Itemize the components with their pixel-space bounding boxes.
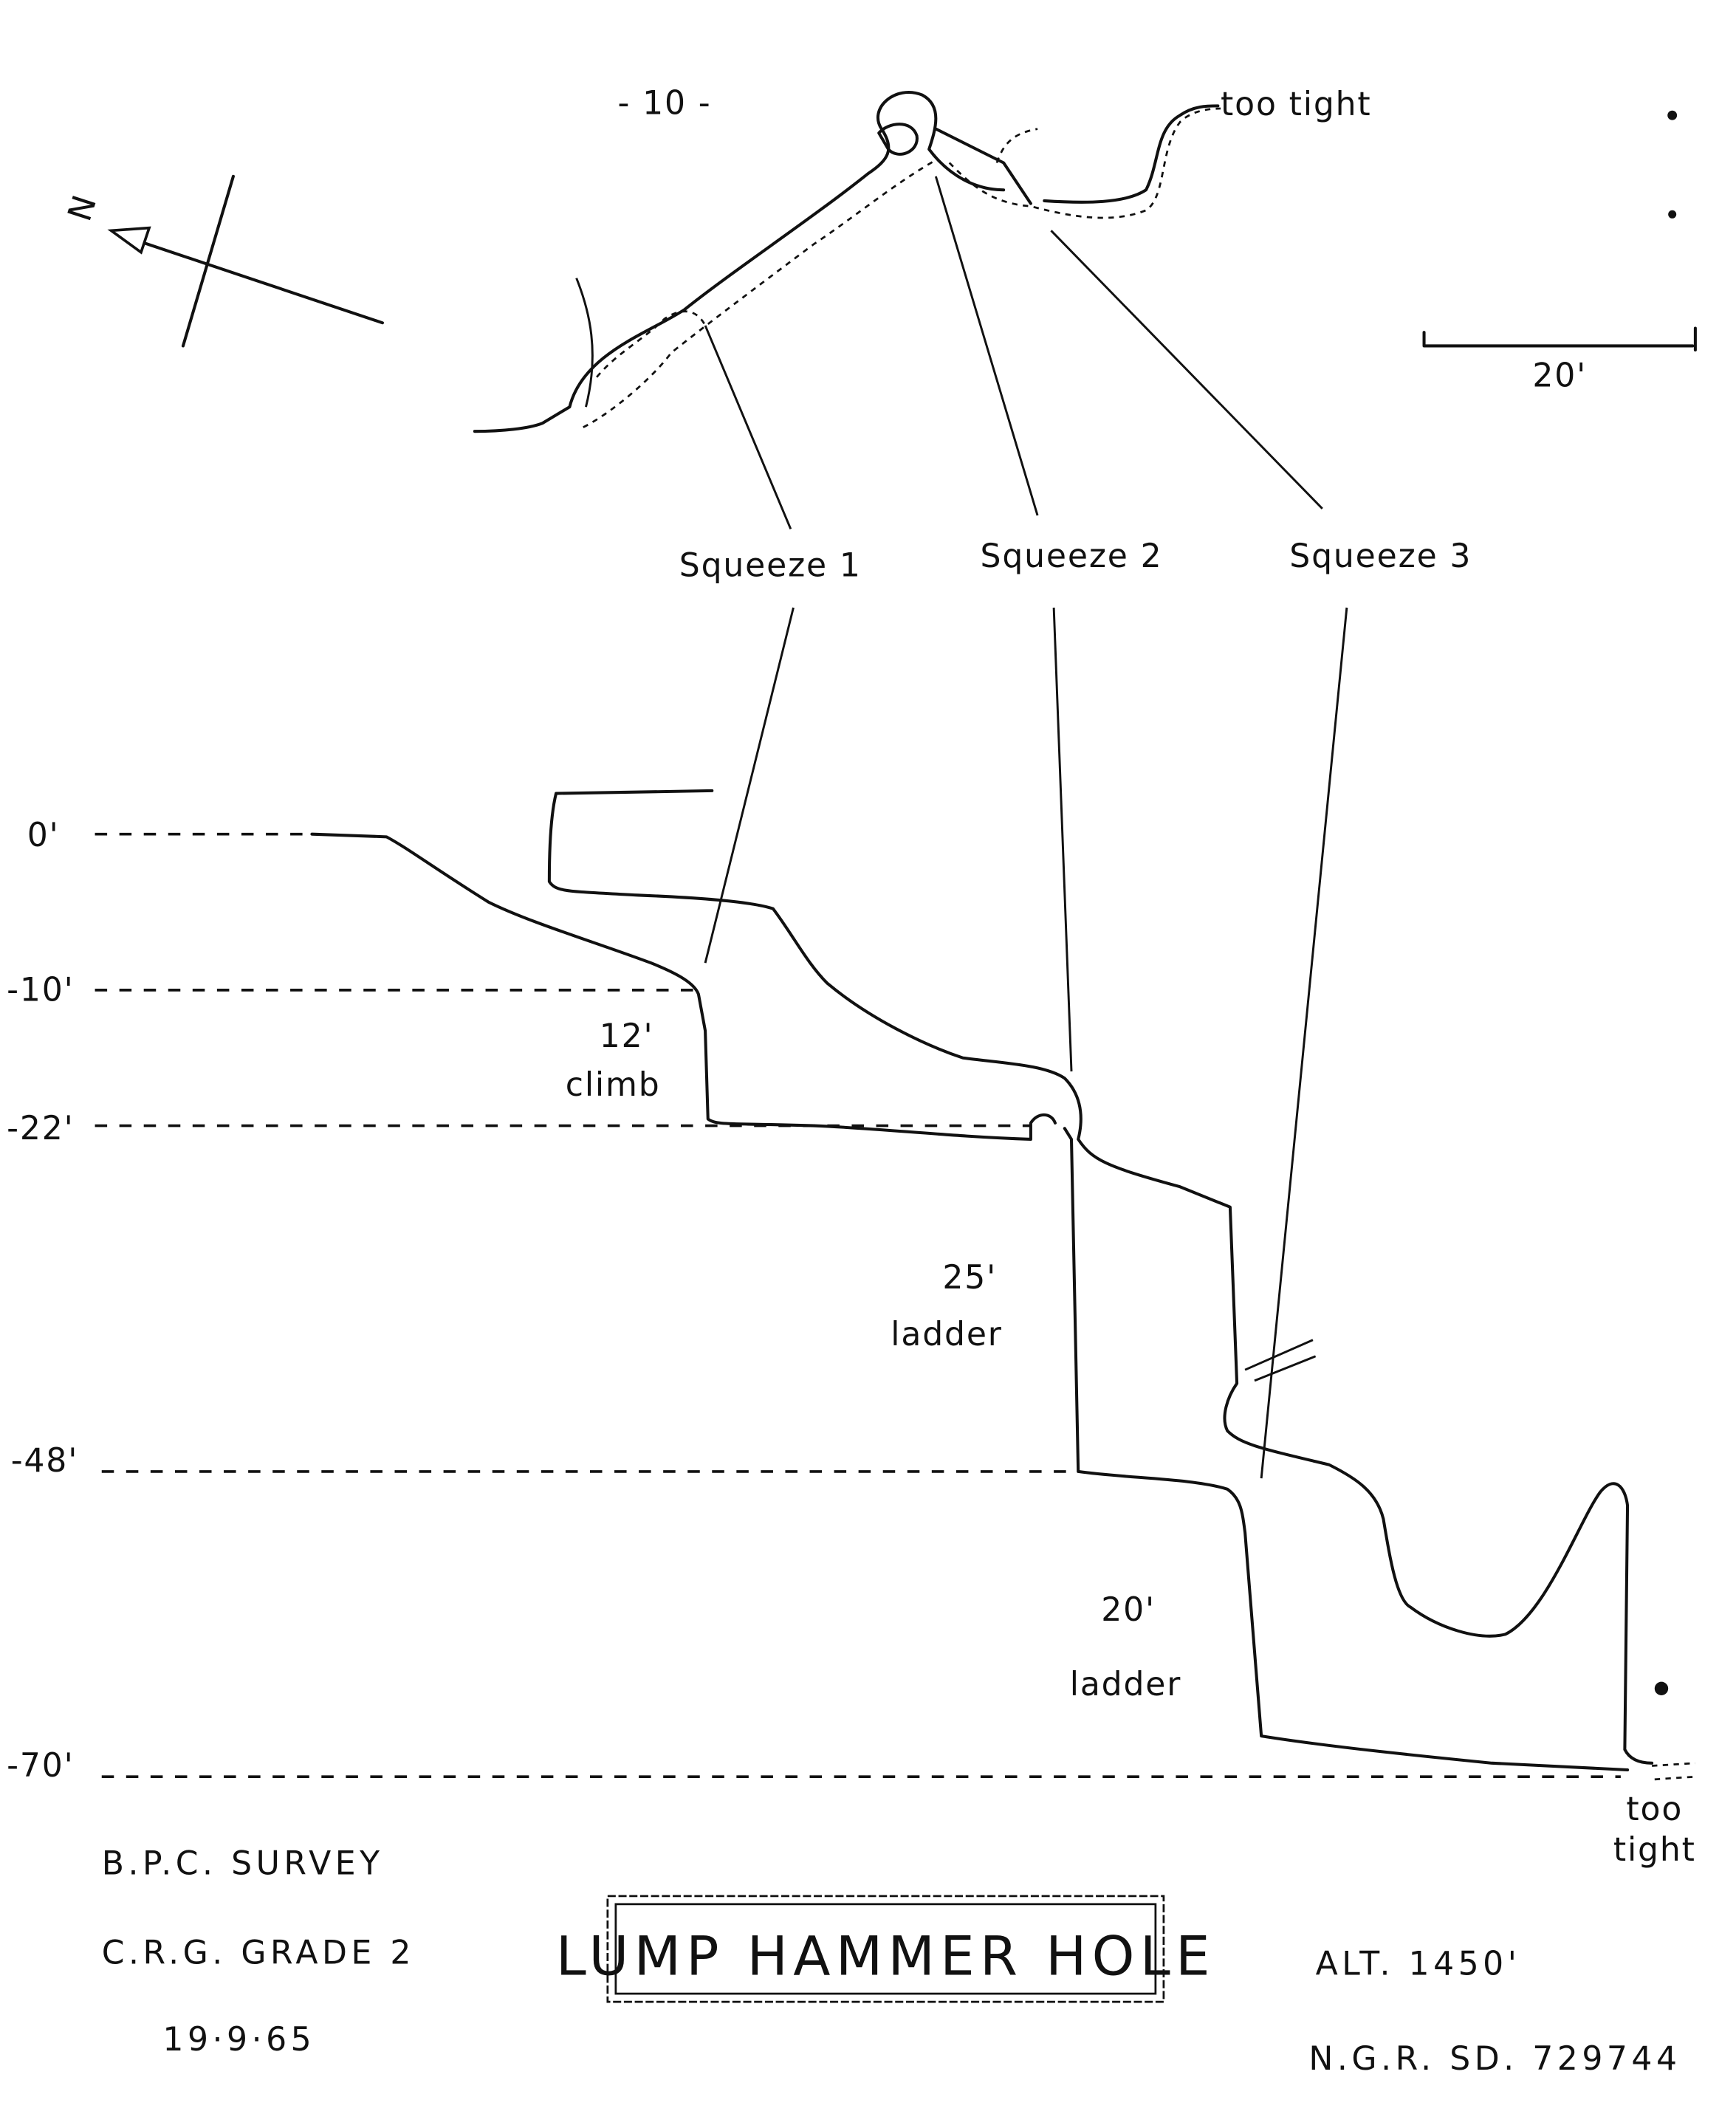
- survey-dot: [1668, 210, 1677, 219]
- north-arrow-icon: N: [61, 174, 384, 348]
- survey-dot: [1654, 1681, 1669, 1695]
- squeeze-1-label: Squeeze 1: [679, 547, 862, 585]
- survey-dot: [1667, 110, 1678, 120]
- cave-title: LUMP HAMMER HOLE: [556, 1925, 1215, 1988]
- depth-label-48: -48': [11, 1442, 78, 1480]
- squeeze-leaders: [704, 176, 1348, 1479]
- page-number: - 10 -: [618, 84, 712, 122]
- survey-credit: B.P.C. SURVEY: [102, 1844, 384, 1882]
- too-tight-line2: tight: [1613, 1831, 1696, 1869]
- too-tight-line1: too: [1626, 1791, 1683, 1828]
- climb-label: climb: [566, 1066, 661, 1104]
- scale-bar: 20': [1422, 326, 1697, 395]
- depth-label-70: -70': [7, 1747, 74, 1785]
- ladder-2-length: 20': [1101, 1591, 1156, 1629]
- scale-label: 20': [1532, 357, 1587, 395]
- depth-label-22: -22': [7, 1110, 74, 1147]
- altitude: ALT. 1450': [1316, 1945, 1521, 1983]
- elevation-profile: [310, 789, 1695, 1781]
- survey-grade: C.R.G. GRADE 2: [102, 1935, 415, 1972]
- grid-reference: N.G.R. SD. 729744: [1308, 2040, 1681, 2078]
- squeeze-2-label: Squeeze 2: [981, 538, 1163, 575]
- depth-label-0: 0': [27, 817, 60, 854]
- ladder-1-label: ladder: [891, 1316, 1002, 1353]
- plan-too-tight-label: too tight: [1221, 86, 1372, 123]
- ladder-1-length: 25': [942, 1259, 997, 1297]
- squeeze-3-label: Squeeze 3: [1289, 538, 1472, 575]
- depth-label-10: -10': [7, 972, 74, 1009]
- plan-view: too tight: [473, 86, 1678, 433]
- ladder-2-label: ladder: [1070, 1666, 1181, 1703]
- north-label: N: [61, 190, 104, 226]
- title-box: LUMP HAMMER HOLE: [556, 1895, 1215, 2003]
- survey-date: 19·9·65: [162, 2021, 315, 2059]
- climb-height: 12': [600, 1017, 654, 1055]
- depth-lines: [95, 832, 1621, 1779]
